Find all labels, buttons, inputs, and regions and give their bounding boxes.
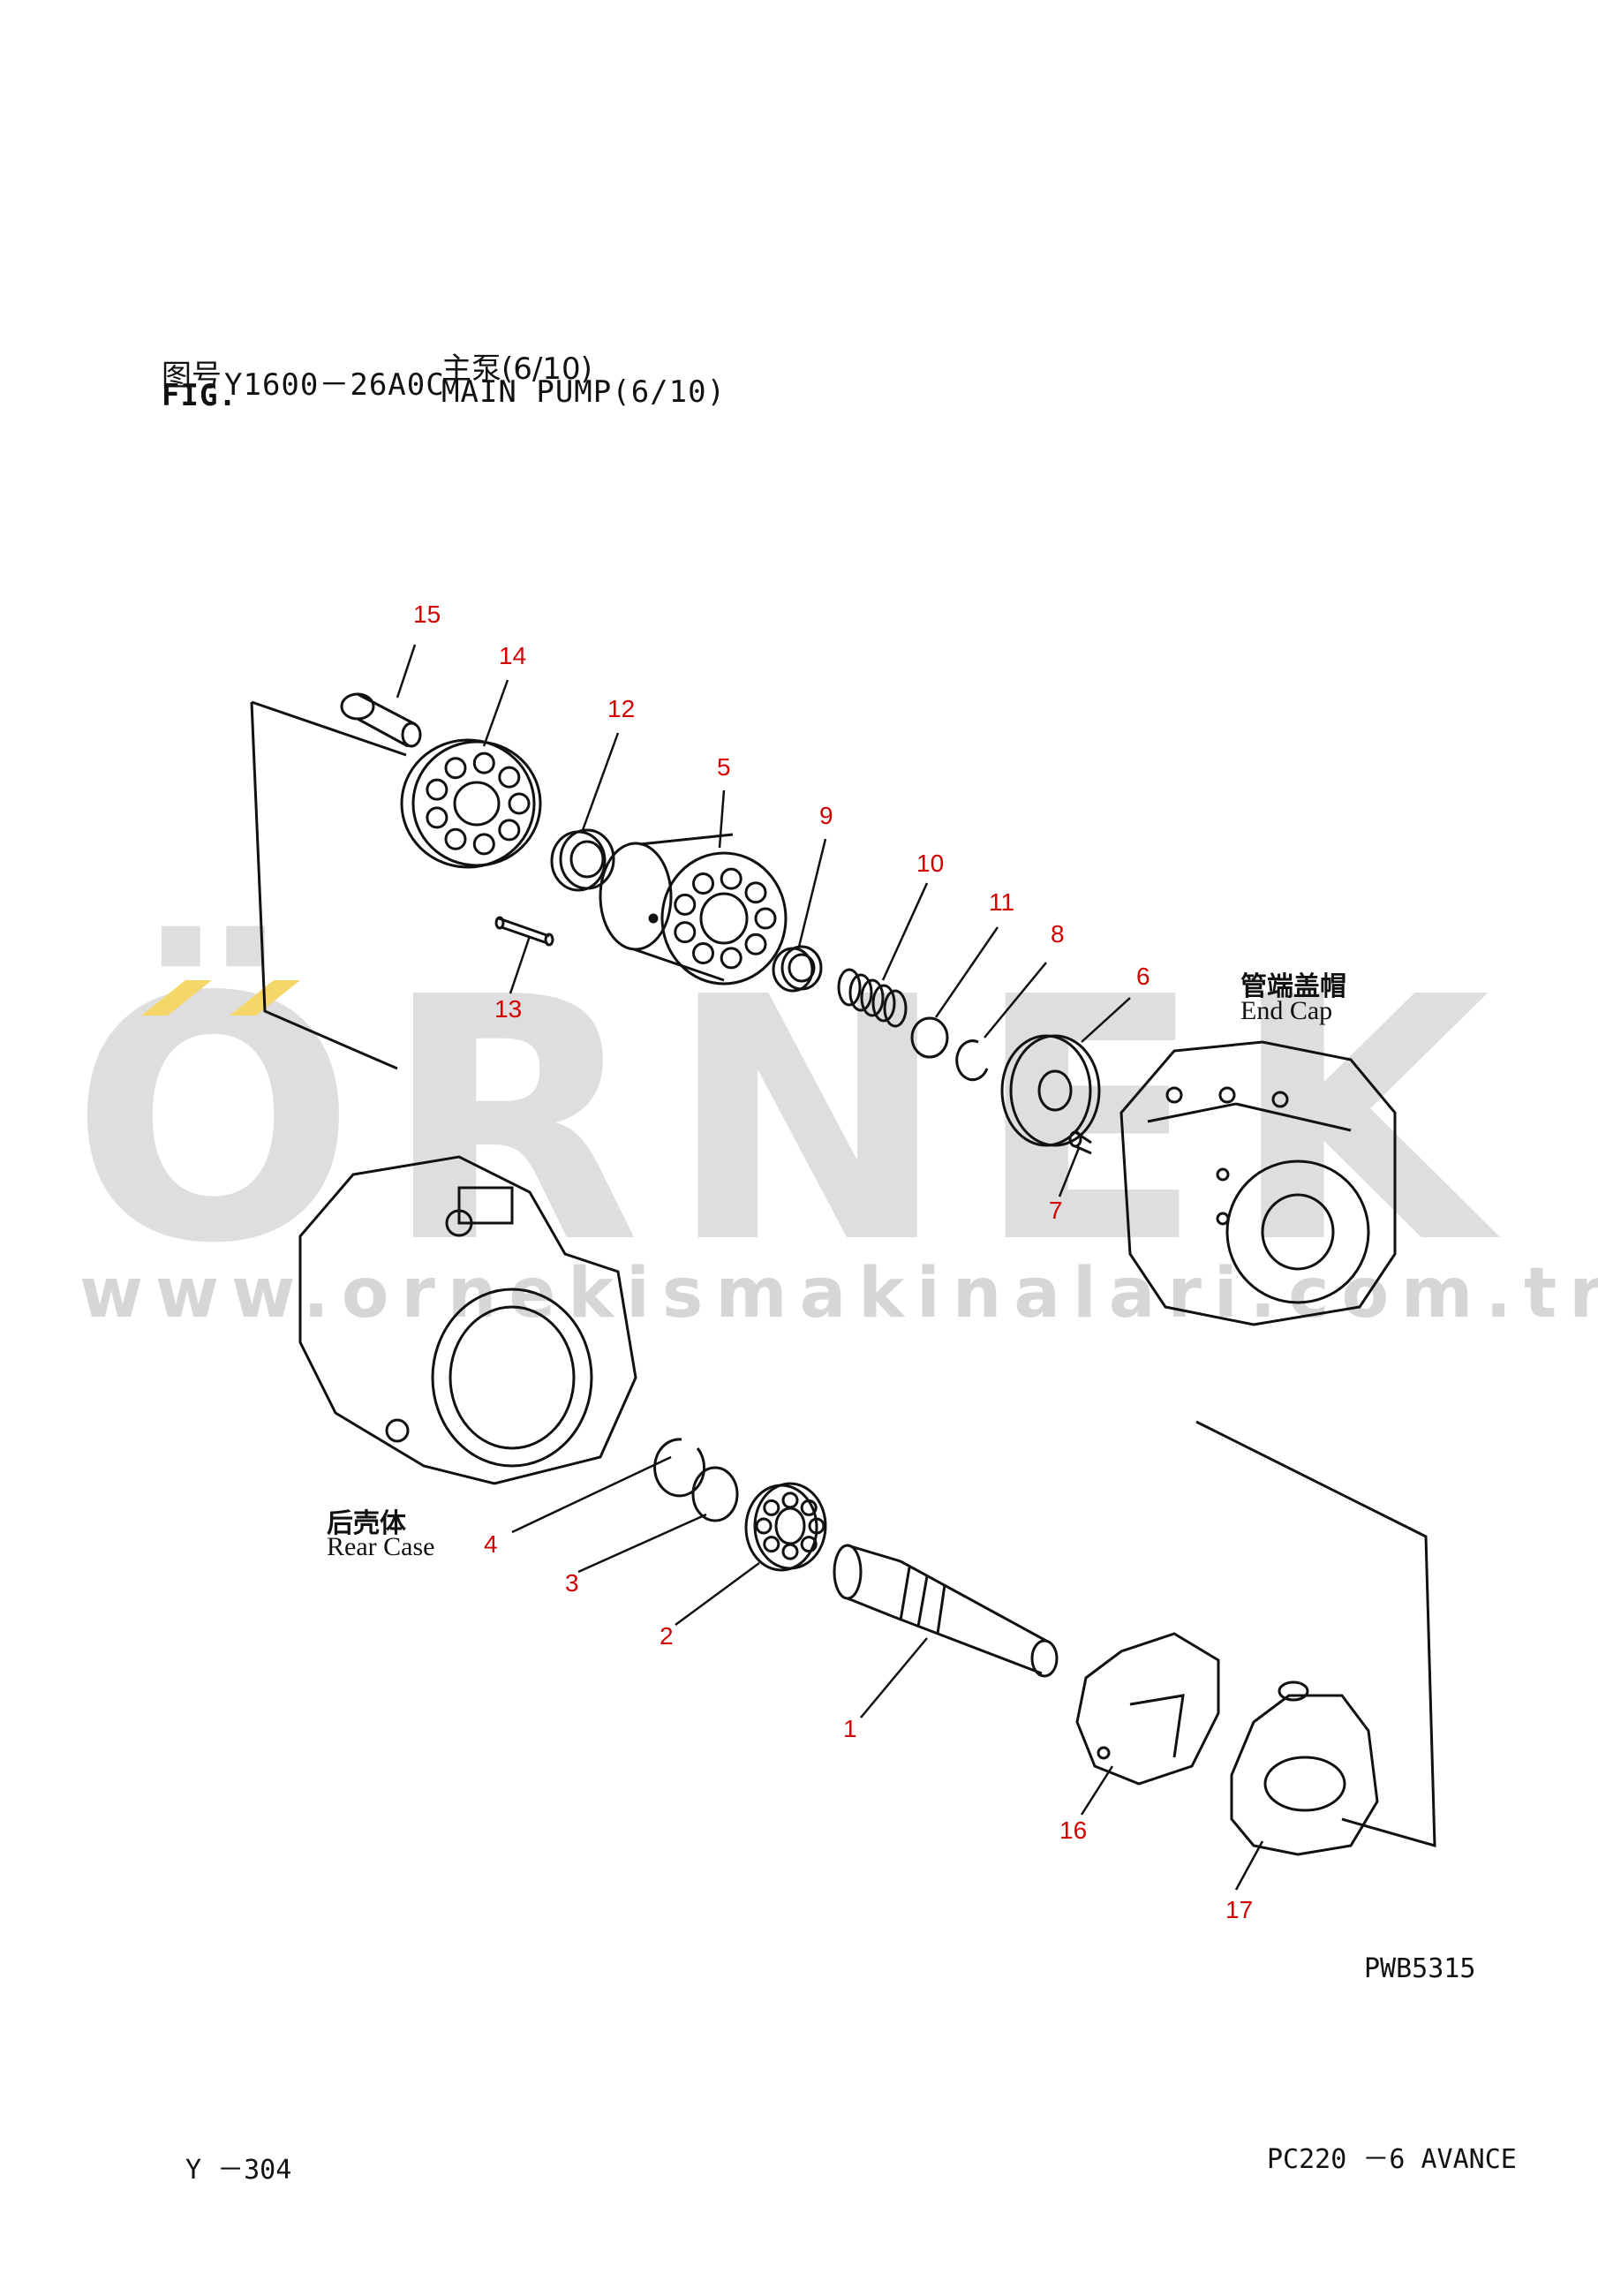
part-15-pin — [340, 692, 422, 748]
rear-case-housing — [298, 1155, 637, 1485]
callout-9: 9 — [819, 802, 833, 829]
rear-case-label-en: Rear Case — [327, 1532, 435, 1561]
callout-5: 5 — [717, 753, 731, 781]
end-cap-housing — [1119, 1040, 1397, 1326]
leader-lines — [396, 644, 1264, 1891]
callout-15: 15 — [413, 600, 441, 628]
title-cn: 主泵(6/10) — [441, 351, 592, 387]
callout-1: 1 — [843, 1715, 857, 1742]
figure-code: Y1600－26A0C — [224, 367, 445, 403]
cylinder-bore — [754, 907, 777, 930]
part-12-bushing — [550, 828, 615, 892]
part-7-pin — [1068, 1130, 1092, 1155]
plate-hole — [498, 819, 521, 842]
callout-3: 3 — [565, 1569, 579, 1597]
part-3-shim — [691, 1466, 739, 1522]
part-8-snap-ring — [955, 1039, 989, 1082]
rear-case-label-cn: 后壳体 — [327, 1508, 406, 1539]
part-1-shaft — [833, 1544, 1059, 1678]
bracket-left-vertical — [250, 701, 398, 1070]
cylinder-bore — [674, 893, 697, 916]
part-11-washer — [910, 1016, 949, 1059]
callout-7: 7 — [1049, 1197, 1063, 1224]
part-5-cylinder-block — [599, 833, 788, 986]
cylinder-bore — [720, 867, 742, 890]
bracket-left — [251, 700, 407, 757]
cylinder-bore — [744, 933, 767, 955]
part-4-snap-ring — [653, 1438, 706, 1498]
end-cap-label-cn: 管端盖帽 — [1240, 971, 1346, 1002]
callout-14: 14 — [499, 642, 527, 669]
cylinder-bore — [692, 942, 714, 964]
plate-hole — [444, 757, 467, 780]
callout-11: 11 — [989, 888, 1015, 916]
callout-13: 13 — [494, 995, 523, 1023]
callout-8: 8 — [1051, 920, 1065, 948]
end-cap-label-en: End Cap — [1240, 996, 1333, 1025]
callout-16: 16 — [1059, 1816, 1088, 1844]
bearing-ball — [755, 1517, 773, 1535]
part-13-pin — [494, 916, 554, 947]
bearing-ball — [800, 1536, 818, 1553]
plate-hole — [472, 833, 495, 856]
callout-12: 12 — [607, 695, 636, 722]
callout-2: 2 — [660, 1622, 674, 1650]
plate-hole — [444, 827, 467, 850]
bearing-ball — [800, 1499, 818, 1516]
plate-hole — [426, 778, 448, 801]
bearing-ball — [808, 1517, 825, 1535]
callout-4: 4 — [484, 1530, 498, 1558]
watermark-logo: ÖRNEK — [71, 925, 1517, 1317]
plate-hole — [498, 766, 521, 789]
part-17-support — [1230, 1680, 1379, 1856]
part-6-valve-plate — [1000, 1034, 1101, 1147]
plate-hole — [472, 751, 495, 774]
callout-10: 10 — [916, 850, 945, 877]
part-16-swash-plate — [1075, 1632, 1220, 1786]
bearing-ball — [781, 1492, 799, 1509]
machine-model: PC220 －6 AVANCE — [1267, 2144, 1517, 2175]
part-2-bearing — [744, 1482, 827, 1572]
bearing-ball — [763, 1499, 780, 1516]
drawing-code: PWB5315 — [1364, 1953, 1476, 1984]
fig-label: FIG. — [162, 378, 237, 413]
callout-17: 17 — [1225, 1896, 1254, 1923]
title-en: MAIN PUMP(6/10) — [441, 374, 727, 410]
cylinder-bore — [744, 881, 767, 904]
bearing-ball — [763, 1536, 780, 1553]
watermark-url: www.ornekismakinalari.com.tr — [79, 1254, 1598, 1333]
cylinder-bore — [692, 872, 714, 895]
callout-6: 6 — [1136, 963, 1150, 990]
watermark-accent-left — [141, 980, 212, 1016]
cylinder-bore — [720, 947, 742, 970]
page-number: Y －304 — [185, 2155, 292, 2186]
part-10-spring — [837, 968, 908, 1028]
cylinder-bore — [674, 921, 697, 944]
bracket-right — [1195, 1420, 1436, 1848]
plate-hole — [508, 792, 531, 815]
part-9-ring — [772, 945, 823, 993]
bearing-ball — [781, 1543, 799, 1560]
header-label-cn: 图号 — [162, 359, 222, 394]
part-14-plate — [400, 738, 542, 869]
plate-hole — [426, 806, 448, 829]
